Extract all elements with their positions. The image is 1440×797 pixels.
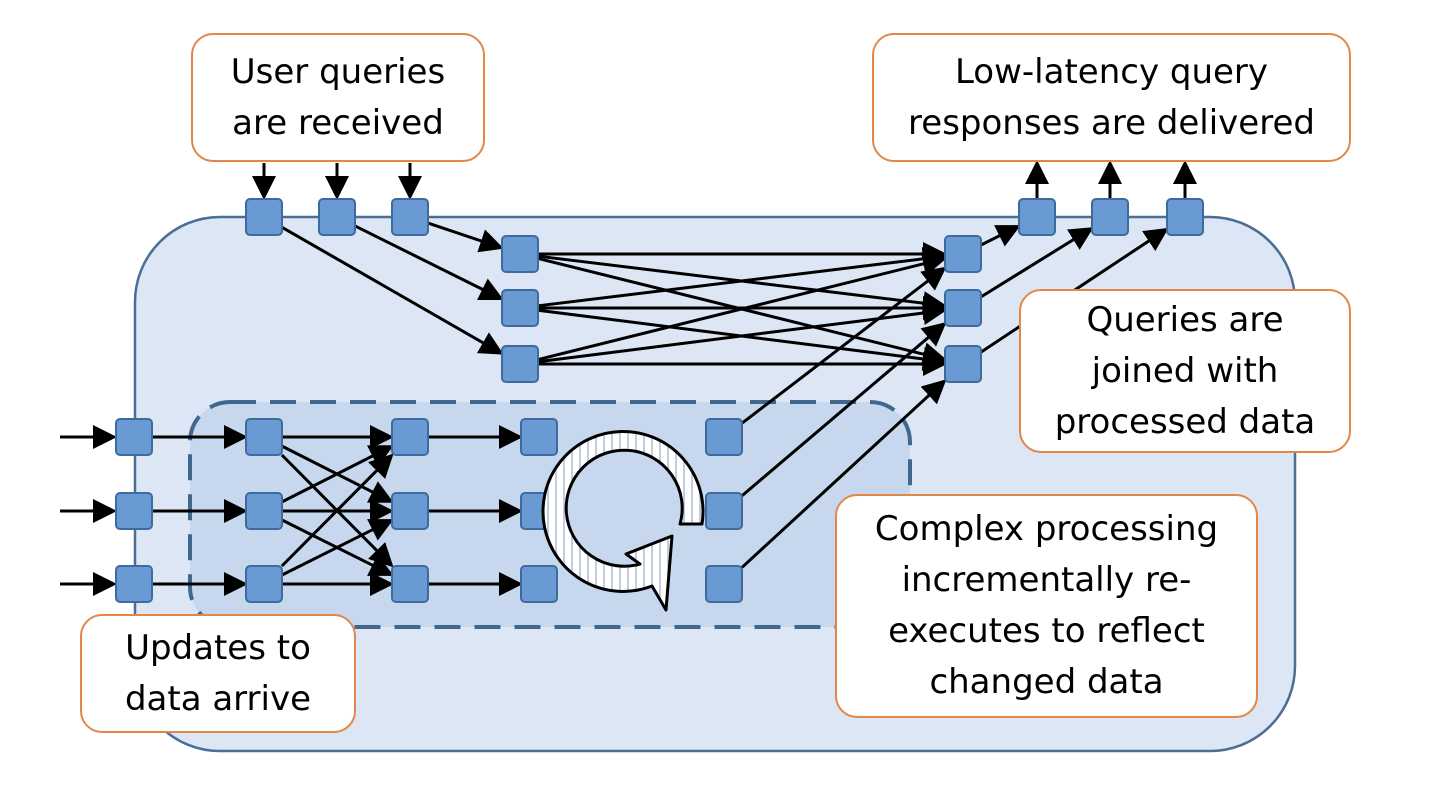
node-m3 [501,345,539,383]
edge-a3-b2 [281,519,394,577]
edge-layer [60,160,1197,596]
node-q3 [391,198,429,236]
node-m2 [501,289,539,327]
edge-a3-b1 [280,453,394,568]
node-i3 [115,565,153,603]
edge-q3-m1 [427,221,504,253]
node-a2 [245,492,283,530]
node-c3 [520,565,558,603]
node-b2 [391,492,429,530]
node-d2 [705,492,743,530]
edge-m2-j1 [537,246,947,308]
node-d3 [705,565,743,603]
node-i1 [115,418,153,456]
edge-d3-j3 [740,379,947,569]
node-b1 [391,418,429,456]
node-r2 [1091,198,1129,236]
node-r3 [1166,198,1204,236]
edge-m3-j1 [537,252,947,361]
node-j3 [944,345,982,383]
node-a1 [245,418,283,456]
node-c1 [520,418,558,456]
edge-j1-r1 [980,225,1021,247]
node-j2 [944,289,982,327]
node-layer [115,198,1204,603]
edge-d1-j1 [741,266,947,425]
node-q1 [245,198,283,236]
circular-arrow-icon [541,429,705,612]
node-d1 [705,418,743,456]
node-r1 [1018,198,1056,236]
edge-j2-r2 [980,227,1094,299]
node-b3 [391,565,429,603]
node-i2 [115,492,153,530]
edge-d2-j2 [741,321,947,497]
node-a3 [245,565,283,603]
edge-q1-m3 [281,226,504,355]
node-j1 [944,235,982,273]
node-q2 [318,198,356,236]
node-m1 [501,235,539,273]
edge-q2-m2 [354,224,504,300]
